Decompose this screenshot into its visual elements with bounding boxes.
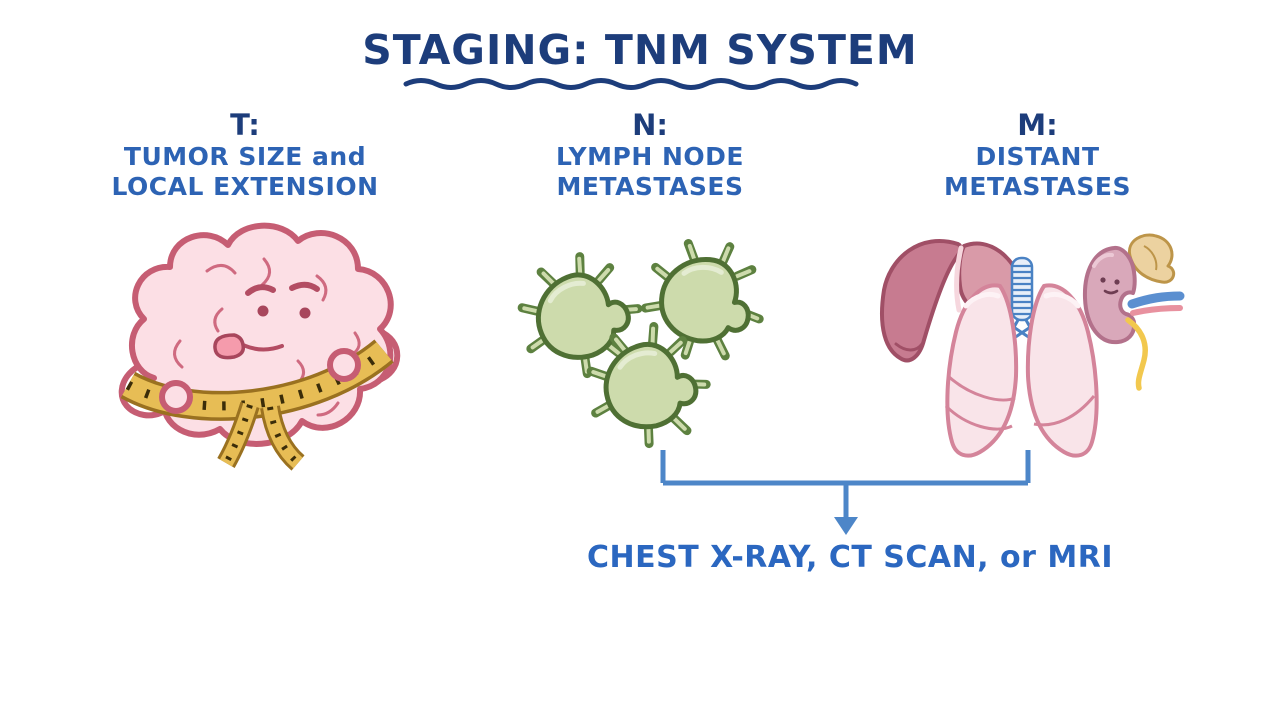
kidney-face xyxy=(1100,277,1120,295)
lymph-nodes-illustration xyxy=(520,240,780,460)
adrenal-gland xyxy=(1127,233,1176,284)
title-underline xyxy=(403,78,859,90)
column-key-n: N: xyxy=(632,108,668,142)
brain-tongue xyxy=(213,333,246,360)
page-title: STAGING: TNM SYSTEM xyxy=(362,26,918,74)
ureter xyxy=(1125,317,1148,391)
brain-right-eyebrow xyxy=(289,281,320,292)
column-header-t: T: TUMOR SIZE and LOCAL EXTENSION xyxy=(95,108,395,202)
column-m-line-2: METASTASES xyxy=(944,172,1131,201)
brain-right-eye xyxy=(299,307,311,319)
column-n-line-2: METASTASES xyxy=(556,172,744,201)
lungs-illustration xyxy=(944,283,1099,458)
renal-artery xyxy=(1130,305,1183,316)
brain-with-measuring-tape-illustration xyxy=(118,222,401,471)
column-t-line-2: LOCAL EXTENSION xyxy=(111,172,379,201)
bracket-connector xyxy=(660,450,1031,535)
trachea-illustration xyxy=(1006,256,1038,342)
column-key-t: T: xyxy=(230,108,260,142)
column-key-m: M: xyxy=(1017,108,1058,142)
column-header-m: M: DISTANT METASTASES xyxy=(890,108,1185,202)
kidney-body xyxy=(1082,245,1137,345)
imaging-caption: CHEST X-RAY, CT SCAN, or MRI xyxy=(587,540,1113,575)
brain-face xyxy=(213,281,320,360)
column-header-n: N: LYMPH NODE METASTASES xyxy=(520,108,780,202)
distant-organs-illustration xyxy=(879,233,1185,458)
renal-vein xyxy=(1127,291,1185,309)
brain-left-eyebrow xyxy=(245,284,276,296)
down-arrow-icon xyxy=(834,517,858,535)
brain-left-hand xyxy=(159,380,193,414)
brain-left-eye xyxy=(257,305,269,317)
column-t-line-1: TUMOR SIZE and xyxy=(123,142,367,171)
kidney-illustration xyxy=(1082,233,1185,391)
column-m-line-1: DISTANT xyxy=(975,142,1100,171)
column-n-line-1: LYMPH NODE xyxy=(556,142,744,171)
brain-right-hand xyxy=(327,348,361,382)
